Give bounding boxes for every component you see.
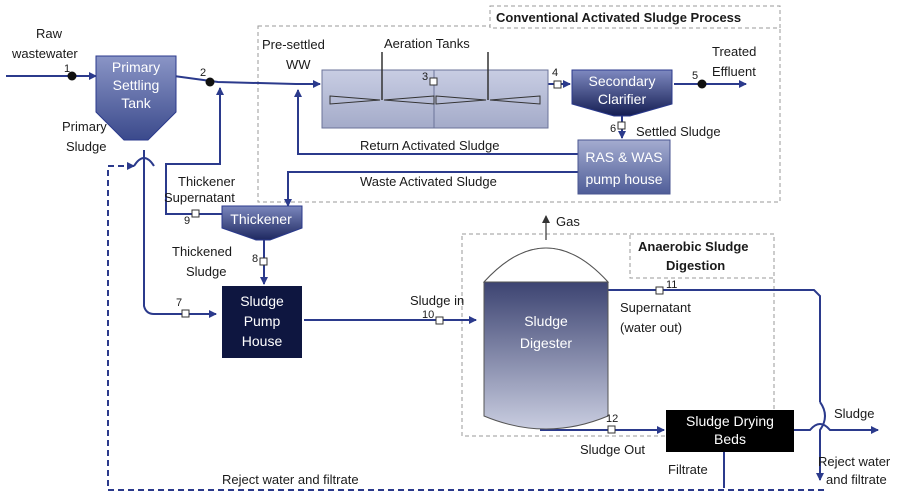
thickened-sludge-label-2: Sludge [186,264,226,279]
supernatant-label-2: (water out) [620,320,682,335]
filtrate-label: Filtrate [668,462,708,477]
sampling-point-1 [67,71,77,81]
thickener-supernatant-pipe [165,87,224,215]
thickener-label: Thickener [230,211,292,227]
presettled-label-2: WW [286,57,311,72]
mixer-impeller-2 [435,95,541,105]
pump-house-label-1: Sludge [240,293,284,309]
reject-water-return-pipe [107,162,824,491]
point-number-8: 8 [252,253,258,265]
sludge-drying-beds [666,410,794,452]
secondary-clarifier [571,69,673,117]
primary-sludge-label-2: Sludge [66,139,106,154]
sludge-pump-house [222,286,302,358]
treated-effluent-label-2: Effluent [712,64,756,79]
pipe-crossing [133,157,155,167]
thickener-supernatant-label-1: Thickener [178,174,236,189]
thickener [221,205,303,241]
point-number-7: 7 [176,297,182,309]
conventional-process-title: Conventional Activated Sludge Process [496,10,741,25]
point-number-2: 2 [200,67,206,79]
mixer-impeller-1 [329,95,435,105]
digester-dome [482,247,610,283]
raw-wastewater-label-1: Raw [36,26,63,41]
pump-house-label-2: Pump [244,313,281,329]
primary-sludge-pipe [143,150,217,318]
point-number-11: 11 [666,279,677,291]
ras-was-label-2: pump house [585,171,662,187]
point-number-5: 5 [692,70,698,82]
anaerobic-digestion-title-1: Anaerobic Sludge [638,239,749,254]
point-number-9: 9 [184,215,190,227]
sludge-in-label: Sludge in [410,293,464,308]
reject-water-right-label-2: and filtrate [826,472,887,487]
conventional-process-title-box [489,5,781,29]
return-activated-sludge-label: Return Activated Sludge [360,138,499,153]
sludge-out-label: Sludge Out [580,442,645,457]
sludge-output-label: Sludge [834,406,874,421]
aeration-label: Aeration Tanks [384,36,470,51]
pump-house-label-3: House [242,333,283,349]
clarifier-label-1: Secondary [589,73,656,89]
reject-water-right-label-1: Reject water [818,454,891,469]
primary-settling-tank [95,55,177,141]
sampling-point-3 [429,77,438,86]
supernatant-pipe [602,289,821,402]
sampling-point-2 [205,77,215,87]
waste-activated-sludge-label: Waste Activated Sludge [360,174,497,189]
sampling-point-10 [435,316,444,325]
primary-settling-label-3: Tank [121,95,152,111]
sampling-point-7 [181,309,190,318]
primary-settling-label-1: Primary [112,59,160,75]
point-number-4: 4 [552,67,558,79]
presettled-pipe [173,75,321,88]
primary-sludge-label-1: Primary [62,119,107,134]
thickener-supernatant-label-2: Supernatant [164,190,235,205]
thickened-sludge-label-1: Thickened [172,244,232,259]
sampling-point-4 [553,80,562,89]
point-number-12: 12 [606,413,618,425]
primary-settling-label-2: Settling [113,77,160,93]
waste-activated-sludge-pipe [284,171,578,207]
gas-label: Gas [556,214,580,229]
point-number-3: 3 [422,71,428,83]
supernatant-down-pipe [816,401,826,481]
return-activated-sludge-pipe [294,89,578,155]
digester-label-2: Digester [520,335,572,351]
point-number-1: 1 [64,63,70,75]
anaerobic-digestion-boundary [461,233,775,437]
sampling-point-11 [655,286,664,295]
ras-was-label-1: RAS & WAS [585,149,662,165]
sampling-point-9 [191,209,200,218]
anaerobic-digestion-title-box [629,233,775,279]
ras-was-pump-house [577,139,671,195]
drying-beds-label-1: Sludge Drying [686,413,774,429]
sampling-point-8 [259,257,268,266]
drying-beds-label-2: Beds [714,431,746,447]
dried-sludge-pipe [794,423,879,434]
reject-water-bottom-label: Reject water and filtrate [222,472,359,487]
settled-sludge-label: Settled Sludge [636,124,721,139]
point-number-6: 6 [610,123,616,135]
digester-label-1: Sludge [524,313,568,329]
clarifier-label-2: Clarifier [598,91,647,107]
treated-effluent-label-1: Treated [712,44,756,59]
sampling-point-12 [607,425,616,434]
point-number-10: 10 [422,309,434,321]
presettled-label-1: Pre-settled [262,37,325,52]
sampling-point-5 [697,79,707,89]
raw-wastewater-label-2: wastewater [11,46,78,61]
sampling-point-6 [617,121,626,130]
anaerobic-digestion-title-2: Digestion [666,258,725,273]
supernatant-label-1: Supernatant [620,300,691,315]
